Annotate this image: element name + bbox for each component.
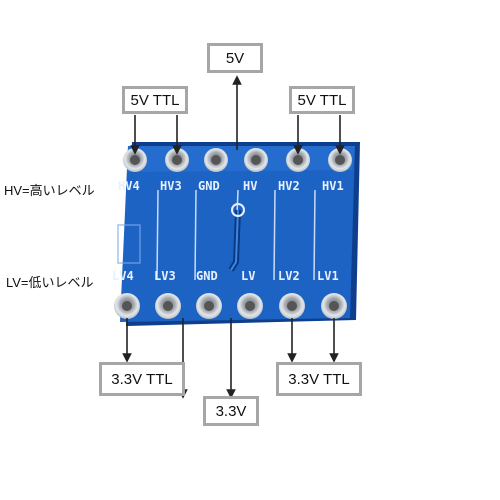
pin-label-bottom-3: LV xyxy=(241,269,255,283)
pin-label-bottom-2: GND xyxy=(196,269,218,283)
bottom-pads xyxy=(114,293,347,319)
pin-label-top-5: HV1 xyxy=(322,179,344,193)
label-5v-ttl-left: 5V TTL xyxy=(122,86,188,114)
arrows xyxy=(122,75,345,399)
label-hv-side: HV=高いレベル xyxy=(4,183,95,198)
label-3v3: 3.3V xyxy=(203,396,259,426)
pin-label-top-1: HV3 xyxy=(160,179,182,193)
label-lv-side: LV=低いレベル xyxy=(6,275,94,290)
pin-label-bottom-4: LV2 xyxy=(278,269,300,283)
pin-label-bottom-1: LV3 xyxy=(154,269,176,283)
pin-label-top-0: HV4 xyxy=(118,179,140,193)
label-3v3-ttl-left: 3.3V TTL xyxy=(99,362,185,396)
pin-label-top-3: HV xyxy=(243,179,257,193)
label-5v-ttl-right: 5V TTL xyxy=(289,86,355,114)
pin-label-top-4: HV2 xyxy=(278,179,300,193)
label-5v: 5V xyxy=(207,43,263,73)
pin-label-top-2: GND xyxy=(198,179,220,193)
label-3v3-ttl-right: 3.3V TTL xyxy=(276,362,362,396)
pin-label-bottom-0: LV4 xyxy=(112,269,134,283)
pin-label-bottom-5: LV1 xyxy=(317,269,339,283)
pin-labels: HV4 HV3 GND HV HV2 HV1 LV4 LV3 GND LV LV… xyxy=(112,179,344,283)
top-pads xyxy=(123,148,352,172)
